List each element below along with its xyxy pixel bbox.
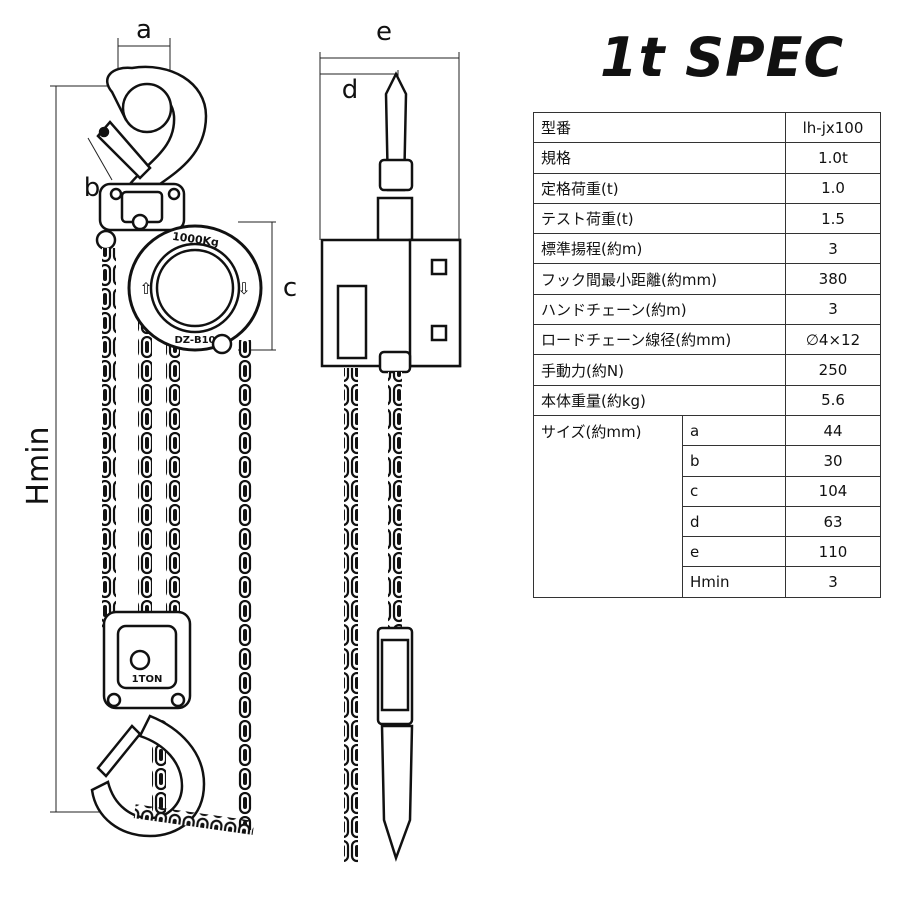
bottom-hook (90, 714, 206, 838)
size-dim-value: 30 (785, 445, 881, 477)
spec-value: 1.0t (785, 142, 881, 174)
size-dim-label: Hmin (682, 566, 786, 598)
spec-label: 標準揚程(約m) (533, 233, 786, 265)
spec-label: 本体重量(約kg) (533, 384, 786, 416)
spec-label: 定格荷重(t) (533, 172, 786, 204)
dim-e-label: e (376, 17, 392, 47)
size-dim-value: 63 (785, 505, 881, 538)
size-dim-label: d (682, 505, 786, 538)
size-dim-value: 110 (785, 536, 881, 568)
spec-row: フック間最小距離(約mm)380 (533, 263, 881, 295)
spec-label: 手動力(約N) (533, 354, 786, 386)
size-dim-label: b (682, 445, 786, 477)
body-model-text: DZ-B10 (174, 335, 215, 346)
hand-chain-loop (133, 804, 255, 835)
spec-value: lh-jx100 (785, 111, 881, 144)
size-dim-value: 3 (785, 566, 881, 598)
dim-d-label: d (342, 75, 359, 105)
spec-value: 3 (785, 233, 881, 265)
spec-label: ロードチェーン線径(約mm) (533, 324, 786, 356)
spec-row: ロードチェーン線径(約mm)∅4×12 (533, 324, 881, 356)
spec-value: 1.5 (785, 202, 881, 235)
size-dim-value: 104 (785, 475, 881, 507)
dim-b-label: b (84, 173, 101, 203)
spec-row: 標準揚程(約m)3 (533, 233, 881, 265)
front-view (90, 65, 263, 838)
body-capacity-text: 1000Kg (171, 230, 219, 249)
spec-row: テスト荷重(t)1.5 (533, 202, 881, 235)
spec-row: 手動力(約N)250 (533, 354, 881, 386)
dimension-lines (50, 38, 460, 813)
spec-value: 5.6 (785, 384, 881, 416)
size-dim-label: a (682, 414, 786, 447)
dim-c-label: c (283, 273, 297, 303)
dim-a-label: a (136, 15, 152, 45)
bottom-latch (96, 724, 142, 778)
spec-value: ∅4×12 (785, 324, 881, 356)
dim-hmin-label: Hmin (21, 426, 56, 505)
spec-label: テスト荷重(t) (533, 202, 786, 235)
spec-row: 定格荷重(t)1.0 (533, 172, 881, 204)
spec-label: フック間最小距離(約mm) (533, 263, 786, 295)
spec-value: 250 (785, 354, 881, 386)
size-dim-label: e (682, 536, 786, 568)
lower-block-text: 1TON (132, 674, 163, 685)
side-view (320, 71, 462, 864)
size-dim-label: c (682, 475, 786, 507)
arrow-up-icon: ⇧ (139, 279, 152, 298)
spec-row: 本体重量(約kg)5.6 (533, 384, 881, 416)
side-bottom-hook (380, 724, 414, 862)
spec-label: ハンドチェーン(約m) (533, 293, 786, 326)
top-latch (96, 120, 152, 180)
spec-row: ハンドチェーン(約m)3 (533, 293, 881, 326)
size-group-label: サイズ(約mm) (533, 414, 683, 598)
spec-label: 規格 (533, 142, 786, 174)
spec-title: 1t SPEC (600, 26, 845, 89)
spec-value: 1.0 (785, 172, 881, 204)
arrow-down-icon: ⇩ (237, 279, 250, 298)
spec-value: 380 (785, 263, 881, 295)
spec-label: 型番 (533, 111, 786, 144)
size-dim-value: 44 (785, 414, 881, 447)
spec-value: 3 (785, 293, 881, 326)
